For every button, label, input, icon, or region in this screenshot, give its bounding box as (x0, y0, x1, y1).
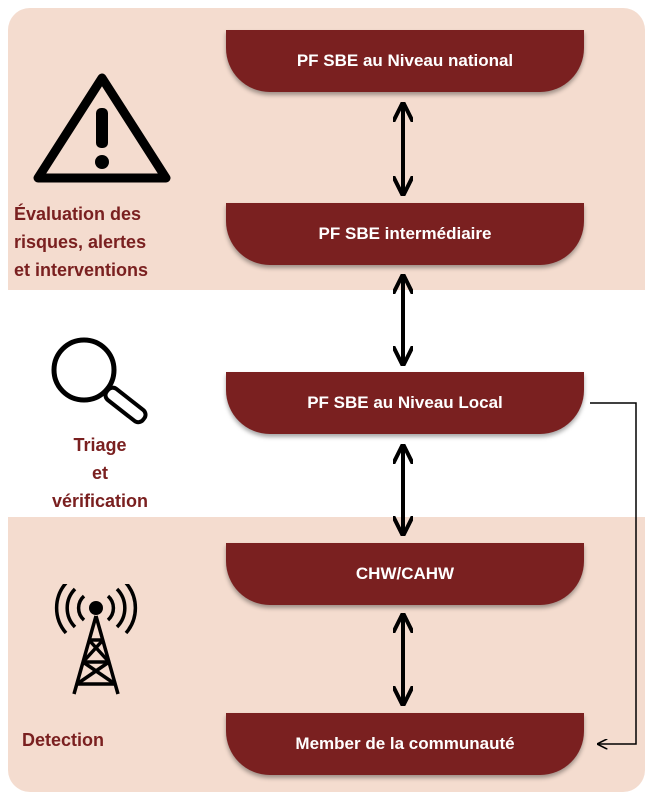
triage-label: Triage et vérification (30, 431, 170, 515)
box-intermediate-label: PF SBE intermédiaire (318, 224, 492, 243)
connector-local-to-member (590, 402, 637, 744)
triage-label-line: Triage (73, 435, 127, 455)
radio-tower-icon (54, 584, 138, 695)
box-chw: CHW/CAHW (226, 543, 584, 605)
box-chw-label: CHW/CAHW (355, 564, 455, 583)
evaluation-label-line: risques, alertes (14, 232, 147, 252)
detection-label: Detection (22, 730, 105, 750)
evaluation-label: Évaluation des risques, alertes et inter… (14, 200, 214, 284)
box-intermediate: PF SBE intermédiaire (226, 203, 584, 265)
box-local: PF SBE au Niveau Local (226, 372, 584, 434)
evaluation-label-line: et interventions (14, 260, 149, 280)
box-local-label: PF SBE au Niveau Local (307, 393, 503, 412)
warning-triangle-icon (33, 73, 171, 183)
box-member-label: Member de la communauté (295, 734, 515, 753)
box-national-label: PF SBE au Niveau national (296, 51, 514, 70)
triage-label-line: et (91, 463, 108, 483)
magnifier-icon (51, 337, 148, 425)
evaluation-label-line: Évaluation des (14, 204, 142, 224)
box-member: Member de la communauté (226, 713, 584, 775)
triage-label-line: vérification (51, 491, 149, 511)
box-national: PF SBE au Niveau national (226, 30, 584, 92)
